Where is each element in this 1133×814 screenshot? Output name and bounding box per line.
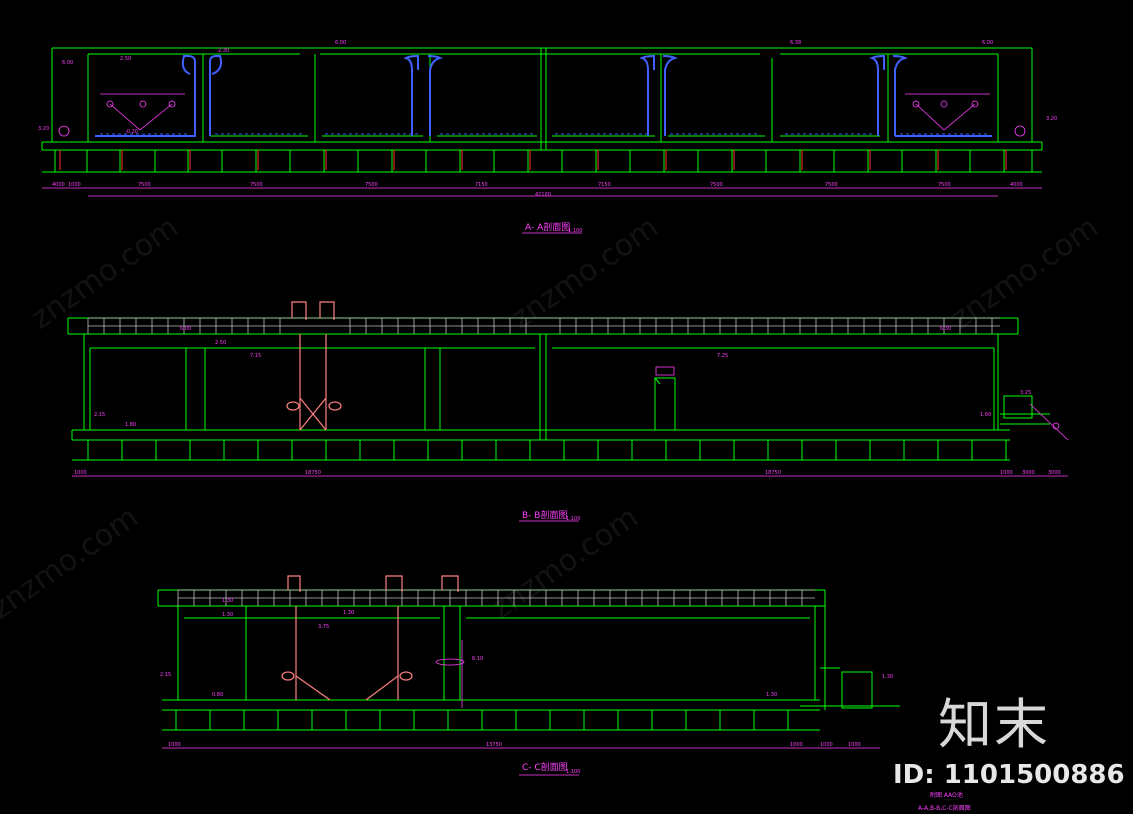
cc-dim-text: 1000 (168, 742, 181, 748)
bb-elev: 6.00 (180, 326, 191, 332)
bb-elev: 1.60 (980, 412, 991, 418)
cc-elev: 1.30 (222, 598, 233, 604)
bb-dim-text: 18750 (765, 470, 781, 476)
cc-elev: 1.30 (882, 674, 893, 680)
svg-text:C- C剖面图: C- C剖面图 (522, 761, 568, 773)
aa-dim-text: 4000 (1010, 182, 1023, 188)
aa-elev: 6.38 (790, 40, 801, 46)
aa-elev: 3.20 (38, 126, 49, 132)
aa-elev: 2.50 (120, 56, 131, 62)
railing (87, 317, 1000, 334)
aa-elev: 2.30 (218, 48, 229, 54)
aa-elev: -0.20 (125, 129, 138, 135)
pile-row (54, 150, 1033, 172)
bb-elev: 7.15 (250, 353, 261, 359)
cc-elev: 2.15 (160, 672, 171, 678)
mixer-equipment (281, 575, 459, 701)
drawing-legend-line2: A-A,B-B,C-C剖面图 (918, 805, 971, 812)
aa-elev: 6.00 (335, 40, 346, 46)
section-cc-title: C- C剖面图 1:100 (519, 761, 580, 776)
aa-dim-text: 7500 (365, 182, 378, 188)
section-aa (41, 47, 1043, 197)
aa-elev: 6.00 (982, 40, 993, 46)
bb-dim-text: 3000 (1048, 470, 1061, 476)
cc-elev: 3.75 (318, 624, 329, 630)
railing (177, 589, 815, 606)
aa-total-width: 42100 (535, 192, 551, 198)
bb-elev: 2.15 (94, 412, 105, 418)
svg-text:1:100: 1:100 (566, 769, 580, 775)
watermark-text: znzmo.com (0, 500, 145, 627)
cc-dim-text: 1000 (790, 742, 803, 748)
cc-total-width: 13750 (486, 742, 502, 748)
drawing-legend-line1: 附图 AAO池 (930, 792, 963, 799)
aa-dim-text: 7500 (250, 182, 263, 188)
aa-dim-text: 7500 (710, 182, 723, 188)
bb-dim-text: 18750 (305, 470, 321, 476)
aa-elev: 3.20 (1046, 116, 1057, 122)
section-aa-title: A- A剖面图 1:100 (522, 221, 582, 234)
cc-dim-text: 1000 (820, 742, 833, 748)
bb-elev: 7.25 (717, 353, 728, 359)
cc-elev: 1.30 (766, 692, 777, 698)
section-bb (67, 301, 1069, 477)
cc-dim-text: 1000 (848, 742, 861, 748)
brand-logo: 知末 (938, 693, 1050, 756)
cc-elev: 1.30 (222, 612, 233, 618)
bb-elev: 2.50 (215, 340, 226, 346)
aa-dim-text: 7500 (938, 182, 951, 188)
aa-dim-text: 7500 (825, 182, 838, 188)
watermark-layer: znzmo.com znzmo.com znzmo.com znzmo.com … (0, 210, 1105, 627)
svg-text:A- A剖面图: A- A剖面图 (525, 221, 570, 233)
svg-text:1:100: 1:100 (566, 516, 580, 522)
mixer-equipment (286, 301, 342, 431)
bb-dim-text: 1000 (74, 470, 87, 476)
aa-dim-text: 7500 (138, 182, 151, 188)
aa-dim-text: 7150 (475, 182, 488, 188)
svg-text:B- B剖面图: B- B剖面图 (522, 509, 567, 521)
section-bb-title: B- B剖面图 1:100 (519, 509, 580, 522)
cc-elev: 1.30 (343, 610, 354, 616)
bb-dim-text: 3000 (1022, 470, 1035, 476)
aa-dim-text: 1000 (68, 182, 81, 188)
aa-elev: 6.00 (62, 60, 73, 66)
svg-text:1:100: 1:100 (568, 228, 582, 234)
bb-elev: 1.80 (125, 422, 136, 428)
cc-elev: 6.10 (472, 656, 483, 662)
image-id-label: ID: 1101500886 (893, 760, 1125, 790)
section-cc (157, 575, 900, 749)
bb-elev: 3.25 (1020, 390, 1031, 396)
aa-dim-text: 7150 (598, 182, 611, 188)
pipe-layer (95, 54, 992, 137)
cc-elev: 0.80 (212, 692, 223, 698)
aa-dim-text: 4000 (52, 182, 65, 188)
bb-elev: 6.30 (940, 326, 951, 332)
bb-dim-text: 1000 (1000, 470, 1013, 476)
